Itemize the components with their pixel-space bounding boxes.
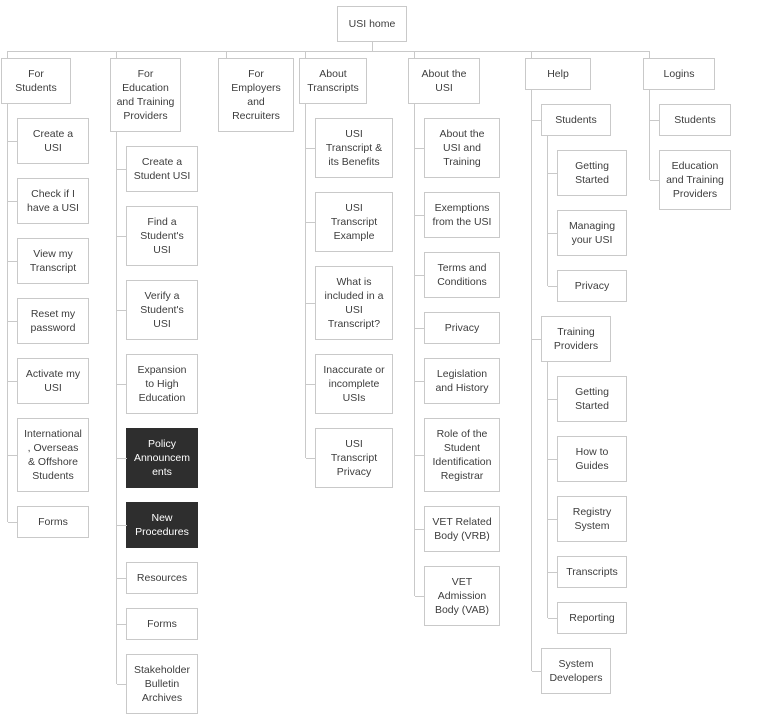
node-students-getting-started[interactable]: Getting Started [548,150,627,196]
node-help-students-privacy[interactable]: Privacy [548,270,627,302]
node-providers-forms[interactable]: Forms [117,608,198,640]
node-students-forms[interactable]: Forms [8,506,89,538]
column-for-students: For Students Create a USI Check if I hav… [1,58,89,538]
column-logins: Logins Students Education and Training P… [643,58,731,210]
node-how-to-guides[interactable]: How to Guides [548,436,627,482]
node-terms-and-conditions[interactable]: Terms and Conditions [415,252,500,298]
node-usi-transcript-example[interactable]: USI Transcript Example [306,192,393,252]
node-registry-system[interactable]: Registry System [548,496,627,542]
column-education-providers: For Education and Training Providers Cre… [110,58,198,714]
node-logins[interactable]: Logins [643,58,715,90]
node-inaccurate-or-incomplete-usis[interactable]: Inaccurate or incomplete USIs [306,354,393,414]
node-stakeholder-bulletin-archives[interactable]: Stakeholder Bulletin Archives [117,654,198,714]
node-logins-education-and-training-providers[interactable]: Education and Training Providers [650,150,731,210]
connector-branch-line [305,104,306,458]
connector-branch-line [547,362,548,618]
node-reporting[interactable]: Reporting [548,602,627,634]
node-check-if-i-have-a-usi[interactable]: Check if I have a USI [8,178,89,224]
connector-drop-about-transcripts [305,51,306,59]
help-students-children: Getting Started Managing your USI Privac… [547,136,627,302]
connector-drop-employers [226,51,227,59]
help-children: Students Getting Started Managing your U… [531,90,627,694]
node-about-the-usi[interactable]: About the USI [408,58,480,104]
node-new-procedures[interactable]: New Procedures [117,502,198,548]
help-training-providers-children: Getting Started How to Guides Registry S… [547,362,627,634]
connector-root-drop [372,42,373,52]
node-expansion-to-high-education[interactable]: Expansion to High Education [117,354,198,414]
connector-branch-line [547,136,548,286]
connector-branch-line [7,104,8,522]
column-about-usi: About the USI About the USI and Training… [408,58,500,626]
logins-children: Students Education and Training Provider… [649,90,731,210]
about-usi-children: About the USI and Training Exemptions fr… [414,104,500,626]
connector-drop-logins [649,51,650,59]
node-logins-students[interactable]: Students [650,104,731,136]
node-view-my-transcript[interactable]: View my Transcript [8,238,89,284]
connector-drop-for-students [7,51,8,59]
node-managing-your-usi[interactable]: Managing your USI [548,210,627,256]
node-usi-home[interactable]: USI home [337,6,407,42]
node-about-usi-privacy[interactable]: Privacy [415,312,500,344]
node-create-a-student-usi[interactable]: Create a Student USI [117,146,198,192]
node-help[interactable]: Help [525,58,591,90]
node-help-transcripts[interactable]: Transcripts [548,556,627,588]
connector-branch-line [531,90,532,671]
node-help-students[interactable]: Students [532,104,611,136]
education-providers-children: Create a Student USI Find a Student's US… [116,132,198,714]
node-vet-admission-body-vab[interactable]: VET Admission Body (VAB) [415,566,500,626]
node-find-a-students-usi[interactable]: Find a Student's USI [117,206,198,266]
node-resources[interactable]: Resources [117,562,198,594]
node-verify-a-students-usi[interactable]: Verify a Student's USI [117,280,198,340]
node-about-transcripts[interactable]: About Transcripts [299,58,367,104]
node-usi-transcript-privacy[interactable]: USI Transcript Privacy [306,428,393,488]
node-what-is-included-in-a-usi-transcript[interactable]: What is included in a USI Transcript? [306,266,393,340]
node-role-of-the-student-identification-registrar[interactable]: Role of the Student Identification Regis… [415,418,500,492]
column-about-transcripts: About Transcripts USI Transcript & its B… [299,58,393,488]
column-employers: For Employers and Recruiters [218,58,294,132]
connector-drop-about-usi [414,51,415,59]
node-reset-my-password[interactable]: Reset my password [8,298,89,344]
node-for-employers-and-recruiters[interactable]: For Employers and Recruiters [218,58,294,132]
column-help: Help Students Getting Started Managing y… [525,58,627,694]
connector-branch-line [414,104,415,596]
node-create-a-usi[interactable]: Create a USI [8,118,89,164]
node-for-education-and-training-providers[interactable]: For Education and Training Providers [110,58,181,132]
node-policy-announcements[interactable]: Policy Announcements [117,428,198,488]
node-international-overseas-offshore-students[interactable]: International, Overseas & Offshore Stude… [8,418,89,492]
node-providers-getting-started[interactable]: Getting Started [548,376,627,422]
node-for-students[interactable]: For Students [1,58,71,104]
connector-drop-help [531,51,532,59]
node-exemptions-from-the-usi[interactable]: Exemptions from the USI [415,192,500,238]
connector-top-rail [7,51,650,52]
node-help-training-providers[interactable]: Training Providers [532,316,611,362]
node-activate-my-usi[interactable]: Activate my USI [8,358,89,404]
connector-drop-education-providers [116,51,117,59]
node-system-developers[interactable]: System Developers [532,648,611,694]
node-legislation-and-history[interactable]: Legislation and History [415,358,500,404]
node-usi-transcript-and-its-benefits[interactable]: USI Transcript & its Benefits [306,118,393,178]
node-about-the-usi-and-training[interactable]: About the USI and Training [415,118,500,178]
connector-branch-line [116,132,117,684]
for-students-children: Create a USI Check if I have a USI View … [7,104,89,538]
connector-branch-line [649,90,650,180]
node-vet-related-body-vrb[interactable]: VET Related Body (VRB) [415,506,500,552]
about-transcripts-children: USI Transcript & its Benefits USI Transc… [305,104,393,488]
